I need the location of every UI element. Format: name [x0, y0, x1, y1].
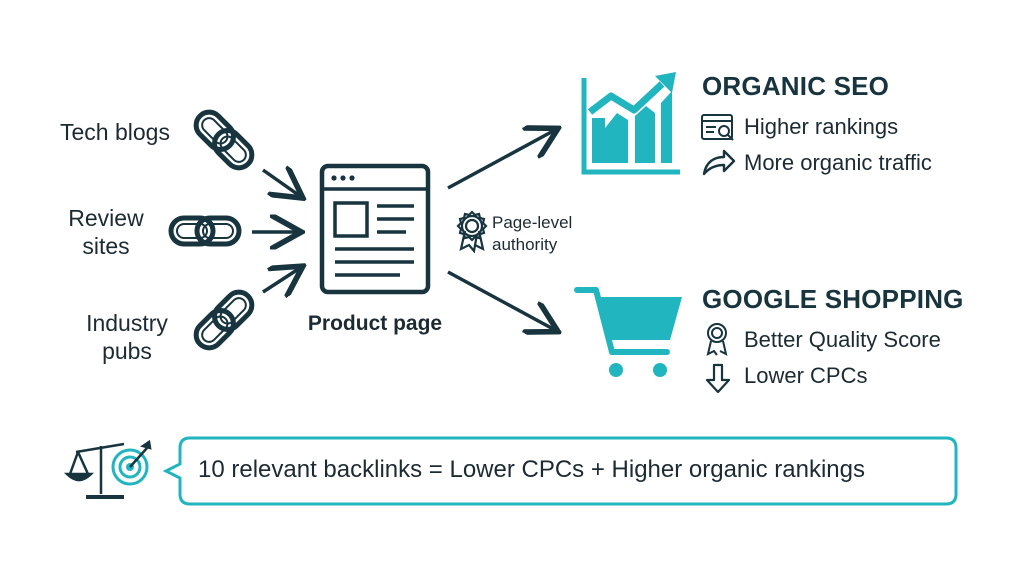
share-arrow-icon [702, 149, 736, 176]
organic-item-higher-rankings: Higher rankings [744, 114, 899, 139]
growth-chart-icon [581, 72, 680, 175]
search-report-icon [701, 114, 734, 141]
arrow-down-icon [705, 363, 731, 394]
organic-item-more-organic-traffic: More organic traffic [744, 150, 932, 175]
summary-callout-text: 10 relevant backlinks = Lower CPCs + Hig… [198, 456, 865, 483]
chain-link-icon [171, 218, 239, 244]
arrow-in-bottom [262, 268, 300, 292]
authority-award-icon [456, 210, 488, 254]
chain-link-icon [191, 287, 257, 353]
source-label-industry-pubs: Industry pubs [86, 310, 168, 364]
source-label-review-sites: Review sites [68, 205, 144, 259]
arrow-in-top [261, 170, 300, 196]
chain-link-icon [191, 107, 257, 173]
product-page-label: Product page [307, 312, 443, 335]
authority-label: Page-level authority [492, 213, 573, 254]
product-page-icon [319, 163, 431, 295]
organic-seo-heading: ORGANIC SEO [702, 71, 890, 101]
arrow-to-shopping [447, 270, 555, 330]
arrow-to-organic [447, 130, 555, 190]
shopping-cart-icon [574, 287, 682, 377]
award-badge-icon [706, 323, 728, 356]
scale-target-icon [63, 439, 152, 499]
google-shopping-heading: GOOGLE SHOPPING [702, 284, 964, 314]
shopping-item-better-quality-score: Better Quality Score [744, 327, 941, 352]
shopping-item-lower-cpcs: Lower CPCs [744, 363, 868, 388]
summary-callout-box [162, 436, 958, 506]
source-label-tech-blogs: Tech blogs [60, 119, 170, 145]
